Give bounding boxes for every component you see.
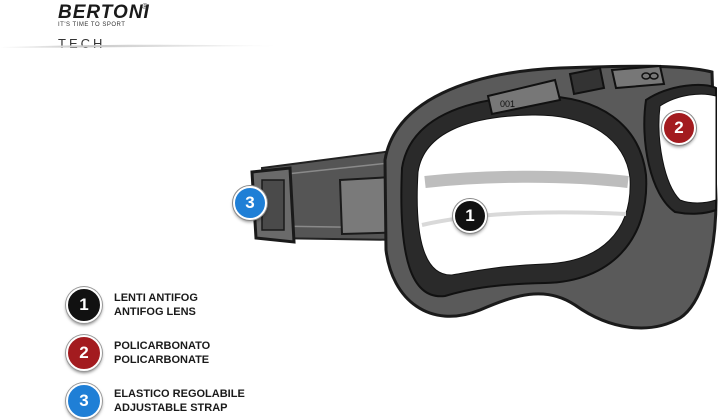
brand-logo: BERTONI ® <box>58 2 150 24</box>
legend-item-strap: 3 ELASTICO REGOLABILE ADJUSTABLE STRAP <box>66 383 245 419</box>
brand-name: BERTONI <box>58 2 150 23</box>
legend-text-policarbonate: POLICARBONATO POLICARBONATE <box>114 339 210 367</box>
lens-left <box>416 114 631 276</box>
legend-line-it: POLICARBONATO <box>114 340 211 352</box>
legend-line-en: ANTIFOG LENS <box>114 306 196 318</box>
legend-line-en: POLICARBONATE <box>114 354 210 366</box>
legend-line-it: ELASTICO REGOLABILE <box>114 388 245 400</box>
brand-registered-mark: ® <box>142 2 148 11</box>
legend-line-it: LENTI ANTIFOG <box>114 292 198 304</box>
legend-text-antifog: LENTI ANTIFOG ANTIFOG LENS <box>114 291 198 319</box>
frame-marking-text: 001 <box>500 99 515 109</box>
callout-policarbonate-2: 2 <box>662 111 696 145</box>
legend-badge-2: 2 <box>66 335 102 371</box>
bridge-strap: 001 <box>486 64 666 116</box>
legend-item-policarbonate: 2 POLICARBONATO POLICARBONATE <box>66 335 210 371</box>
legend-badge-1: 1 <box>66 287 102 323</box>
legend-item-antifog: 1 LENTI ANTIFOG ANTIFOG LENS <box>66 287 198 323</box>
callout-strap-3: 3 <box>233 186 267 220</box>
callout-lens-1: 1 <box>453 199 487 233</box>
legend-line-en: ADJUSTABLE STRAP <box>114 402 228 414</box>
legend-badge-3: 3 <box>66 383 102 419</box>
brand-swoosh-decoration <box>0 44 280 48</box>
legend-text-strap: ELASTICO REGOLABILE ADJUSTABLE STRAP <box>114 387 245 415</box>
brand-tagline: IT'S TIME TO SPORT <box>58 22 126 28</box>
